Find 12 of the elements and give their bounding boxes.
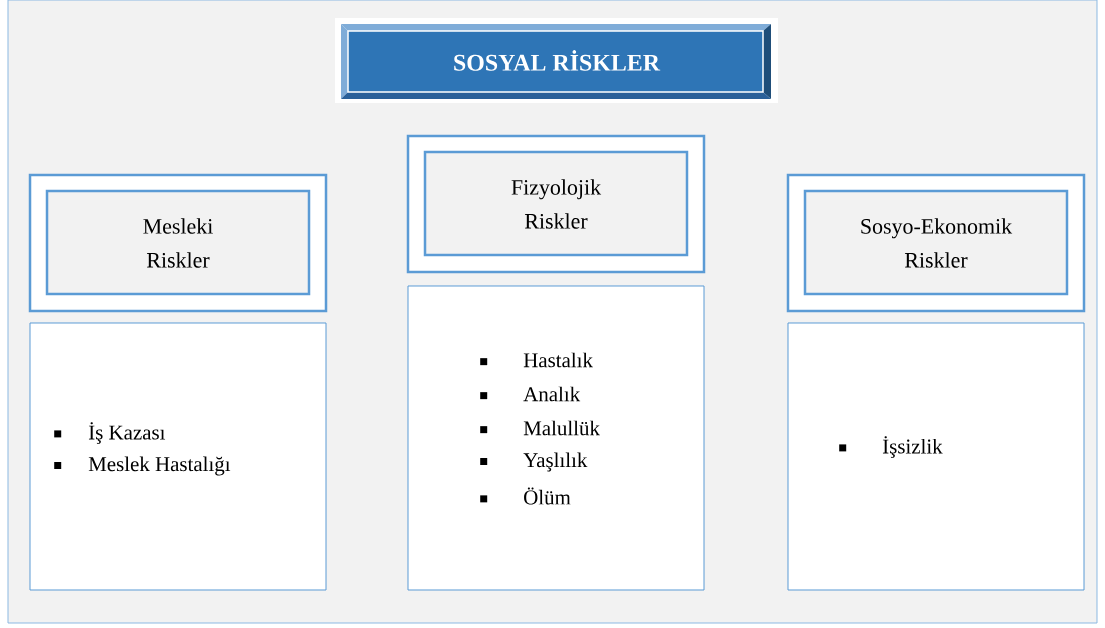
list-item: Ölüm: [480, 487, 571, 505]
title-box: SOSYAL RİSKLER: [335, 18, 778, 103]
list-item: Analık: [480, 386, 581, 402]
list-item: Hastalık: [480, 352, 593, 368]
list-item: Malullük: [480, 420, 600, 436]
list-item: Yaşlılık: [480, 452, 588, 472]
header-box: Mesleki Riskler: [28, 173, 328, 313]
header-box: Fizyolojik Riskler: [406, 134, 706, 274]
header-box: Sosyo-Ekonomik Riskler: [786, 173, 1086, 313]
list-item: İşsizlik: [839, 436, 943, 458]
list-item: Meslek Hastalığı: [54, 456, 231, 476]
list-item: İş Kazası: [54, 422, 166, 444]
